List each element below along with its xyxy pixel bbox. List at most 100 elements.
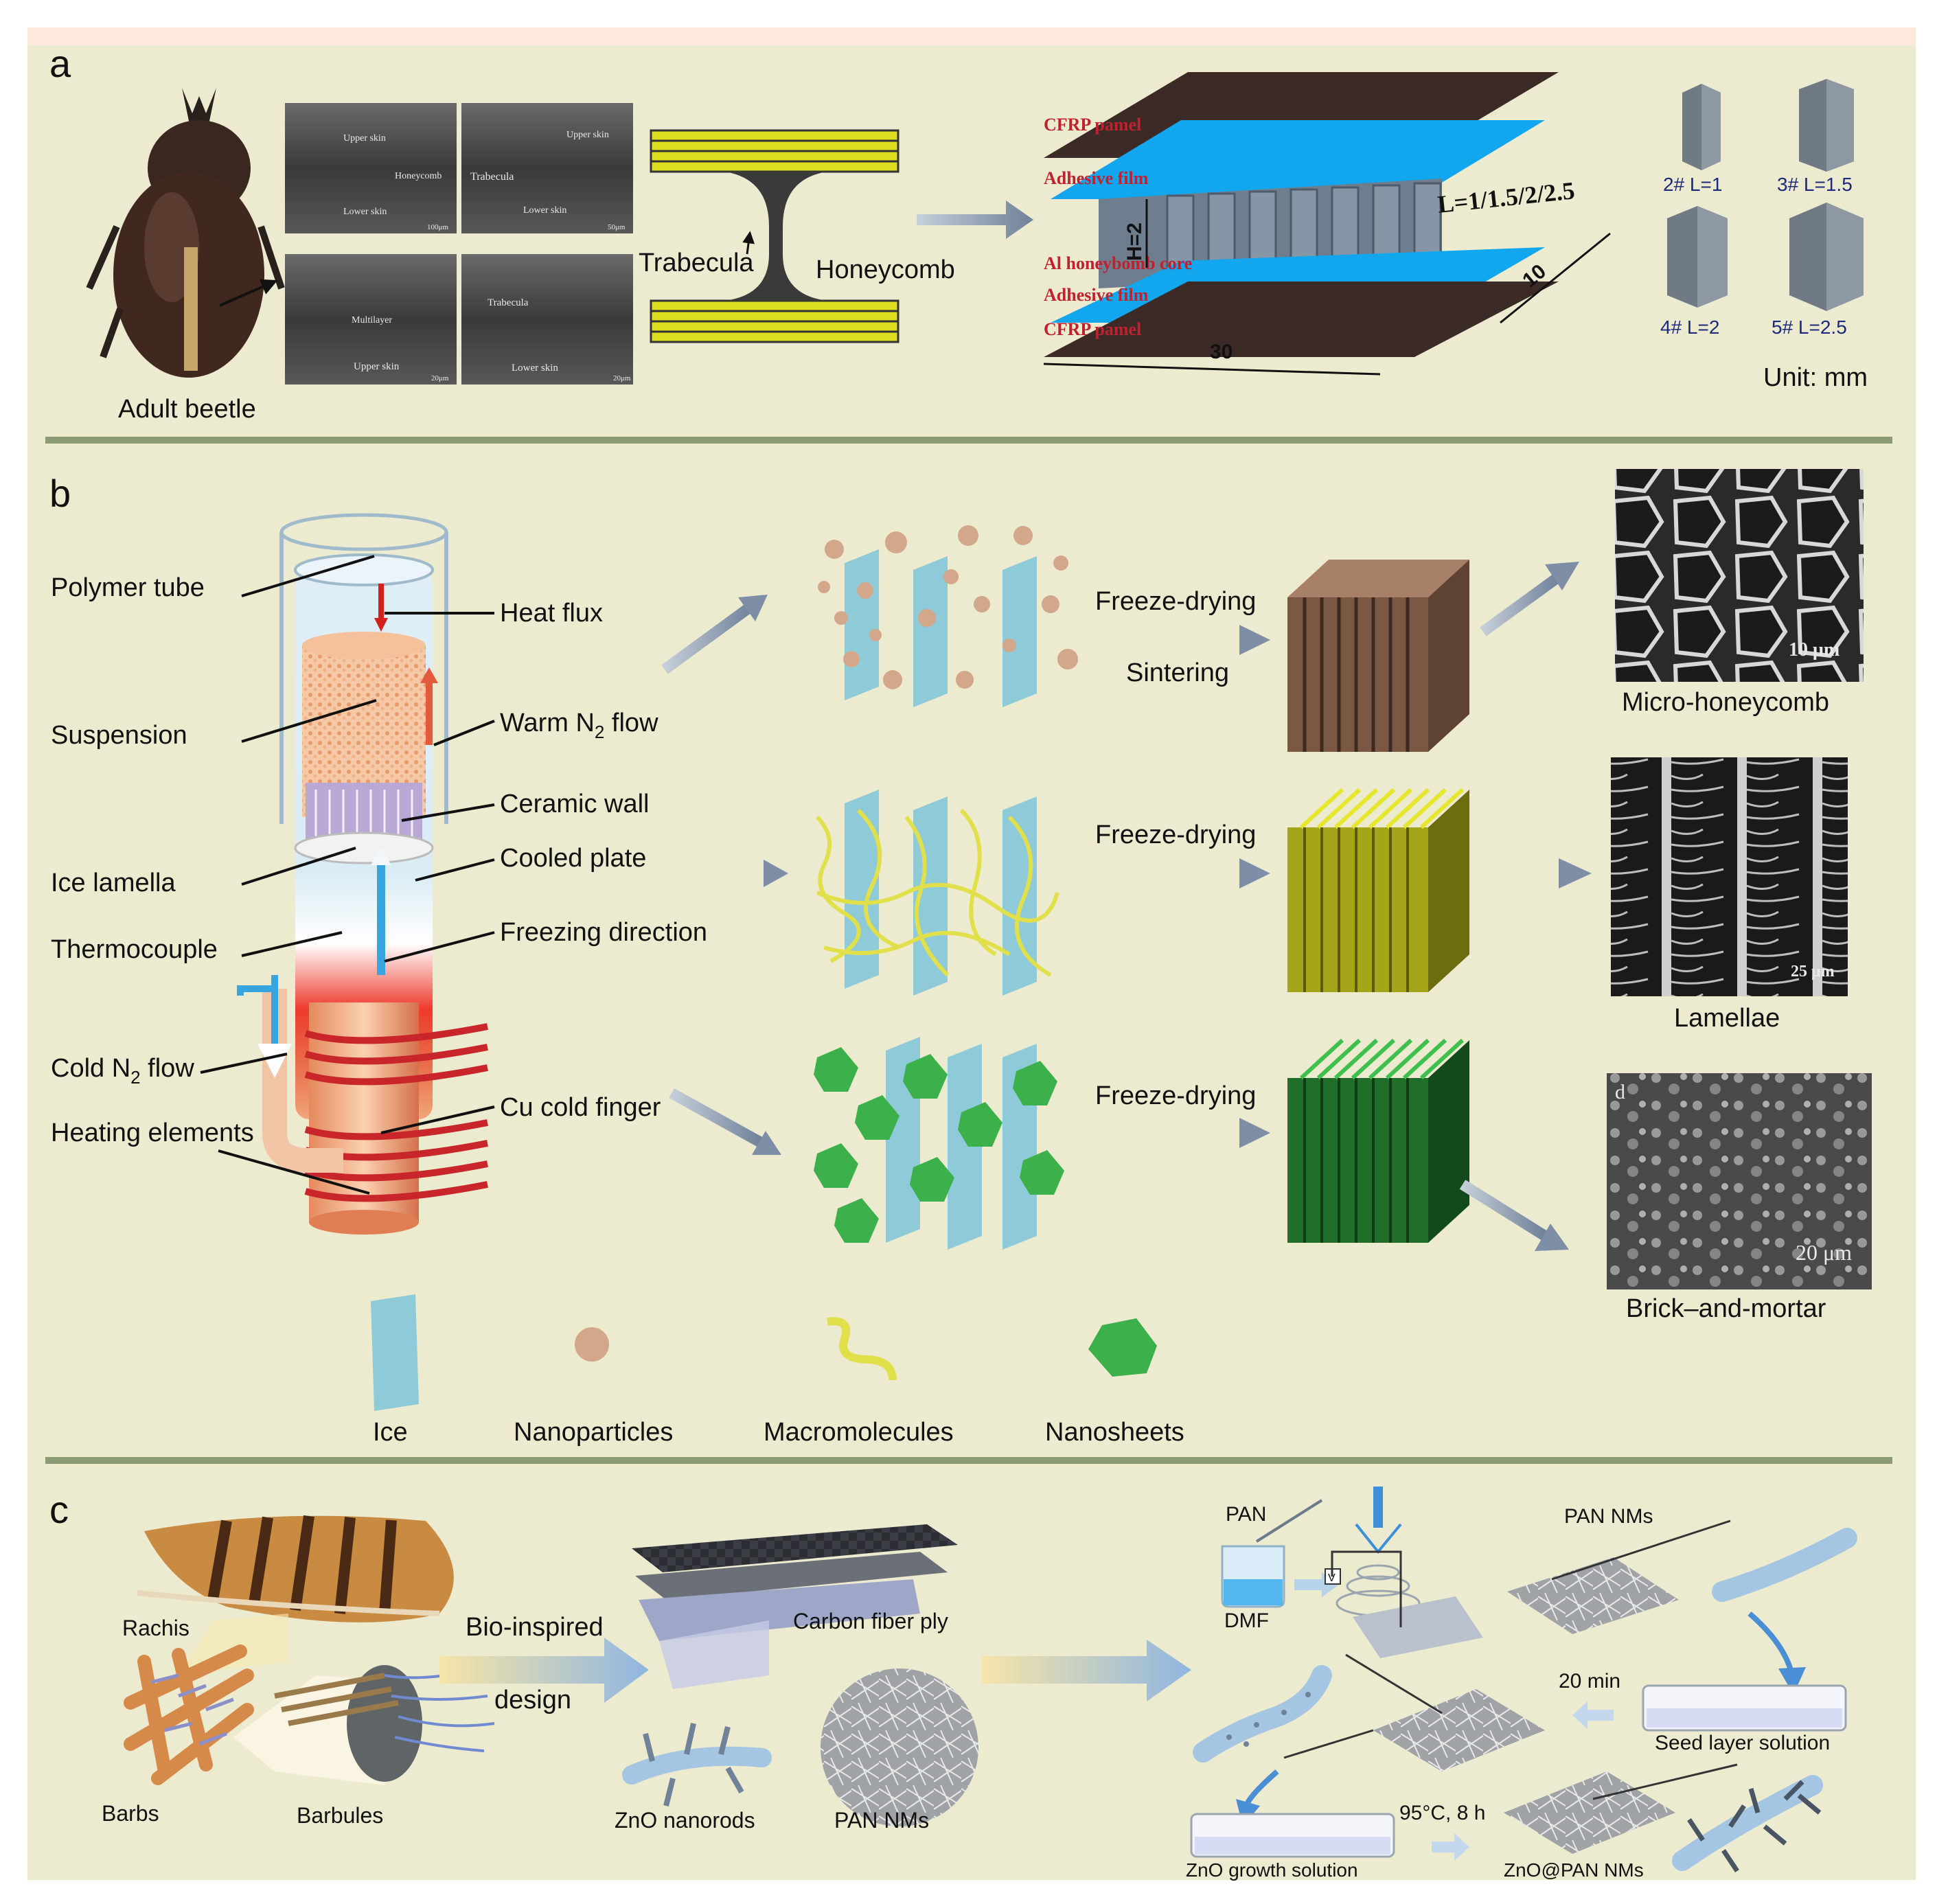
lamellae-sem: 25 μm [1611, 757, 1848, 996]
label-cold-n2: Cold N2 flow [51, 1054, 194, 1088]
arrow-a-to-sandwich [917, 200, 1033, 239]
brown-lamellar-block [1287, 560, 1469, 752]
label-barbules: Barbules [297, 1803, 383, 1828]
sem-image-4: Trabecula Lower skin 20μm [461, 254, 633, 385]
label-freezing-direction: Freezing direction [500, 918, 707, 947]
electrospinning-setup: V [1221, 1487, 1483, 1658]
green-lamellar-block [1287, 1038, 1469, 1243]
sandwich-panel [1044, 72, 1559, 357]
cell-label-2: 3# L=1.5 [1777, 174, 1853, 195]
cell-label-4: 5# L=2.5 [1772, 317, 1847, 338]
label-design: design [494, 1686, 571, 1714]
hex-cell-4 [1789, 203, 1864, 311]
label-cu-cold-finger: Cu cold finger [500, 1093, 661, 1122]
arrow-to-brick [1459, 1180, 1548, 1241]
arrow-to-nanosheets [669, 1088, 765, 1149]
arrowhead-fd-1 [1239, 625, 1270, 655]
label-pan: PAN [1226, 1503, 1266, 1526]
legend-nanosheet-swatch [1088, 1318, 1157, 1377]
label-freeze-drying-2: Freeze-drying [1095, 821, 1256, 849]
olive-lamellar-block [1287, 788, 1469, 992]
sem-2-upper: Upper skin [566, 130, 609, 140]
divider-bc [45, 1457, 1892, 1464]
arrowhead-fd-3 [1239, 1118, 1270, 1148]
sem-3-upper: Upper skin [354, 361, 400, 372]
label-dmf: DMF [1224, 1609, 1269, 1632]
label-heating-elements: Heating elements [51, 1119, 254, 1147]
sem-1-scale: 100μm [427, 223, 448, 231]
micro-scale-label: 10 μm [1789, 639, 1839, 661]
micro-honeycomb-sem: 10 μm [1615, 469, 1864, 682]
growth-solution-tray [1190, 1813, 1395, 1858]
sem-3-multilayer: Multilayer [352, 315, 392, 325]
dim-span-line [1043, 363, 1381, 376]
label-ice-lamella: Ice lamella [51, 869, 176, 897]
sem-image-2: Upper skin Trabecula Lower skin 50μm [461, 103, 633, 233]
legend-ice-swatch [371, 1294, 419, 1411]
label-bio-inspired: Bio-inspired [466, 1613, 604, 1642]
label-rachis: Rachis [122, 1616, 190, 1640]
dim-span-label: 30 [1210, 341, 1233, 363]
top-strip [27, 27, 1916, 45]
label-polymer-tube: Polymer tube [51, 573, 205, 602]
voltage-label: V [1328, 1572, 1336, 1584]
label-pan-nms-composite: PAN NMs [834, 1808, 929, 1833]
sem-2-scale: 50μm [608, 223, 626, 231]
panel-c-letter: c [49, 1488, 69, 1531]
sem-4-trabecula: Trabecula [488, 297, 529, 308]
label-freeze-drying-3: Freeze-drying [1095, 1081, 1256, 1110]
sem-4-scale: 20μm [613, 374, 631, 382]
unit-label: Unit: mm [1763, 363, 1868, 392]
carbon-fiber-composite [632, 1524, 958, 1689]
cell-label-1: 2# L=1 [1663, 174, 1722, 195]
pan-nms-mat-2 [1283, 1653, 1545, 1771]
legend-macromolecule-swatch [827, 1317, 897, 1381]
zno-coated-fiber [1672, 1775, 1823, 1872]
arrowhead-lamellae [1559, 858, 1592, 888]
zno-pan-mat [1504, 1763, 1738, 1854]
sem-image-1: Upper skin Honeycomb Lower skin 100μm [285, 103, 457, 233]
label-thermocouple: Thermocouple [51, 935, 218, 964]
seed-layer-tray [1642, 1684, 1847, 1732]
freeze-casting-apparatus [237, 513, 488, 1235]
brick-mortar-sem: d 20 μm [1607, 1073, 1872, 1289]
brick-corner-letter: d [1615, 1081, 1625, 1103]
label-micro-honeycomb: Micro-honeycomb [1622, 688, 1829, 717]
legend-ice-label: Ice [373, 1418, 408, 1447]
arrow-to-nanoparticles [661, 599, 757, 674]
arrowhead-fd-2 [1239, 858, 1270, 888]
panel-a-letter: a [49, 42, 71, 85]
sem-3-scale: 20μm [431, 374, 449, 382]
sem-1-lower: Lower skin [343, 207, 387, 217]
leader-lines-left [200, 555, 377, 1195]
ice-nanoparticles-block [818, 525, 1078, 707]
label-freeze-drying-1: Freeze-drying [1095, 587, 1256, 616]
divider-ab [45, 437, 1892, 444]
arrow-to-micro-honeycomb [1480, 572, 1562, 636]
legend-nanosheets-label: Nanosheets [1045, 1418, 1184, 1447]
label-20-min: 20 min [1559, 1670, 1620, 1693]
label-al-core: Al honeybomb core [1044, 253, 1192, 273]
trabecula-label: Trabecula [639, 249, 754, 277]
label-ceramic-wall: Ceramic wall [500, 790, 649, 818]
leader-lines-right [380, 612, 495, 1134]
label-adhesive-top: Adhesive film [1044, 168, 1149, 188]
honeycomb-label: Honeycomb [816, 255, 955, 284]
beetle-illustration [86, 88, 285, 378]
legend: Ice Nanoparticles Macromolecules Nanoshe… [371, 1294, 1184, 1447]
i-beam-schematic [650, 129, 899, 343]
arrowhead-macromolecules [764, 860, 788, 887]
arrowhead-brick [1535, 1224, 1569, 1251]
legend-macromolecules-label: Macromolecules [764, 1418, 954, 1447]
beetle-label: Adult beetle [118, 395, 256, 424]
arrow-bio-inspired [439, 1638, 649, 1703]
sem-1-honeycomb: Honeycomb [395, 171, 442, 181]
pan-nms-mesh [821, 1668, 978, 1826]
sem-2-lower: Lower skin [523, 205, 566, 216]
arrow-to-process [982, 1640, 1191, 1701]
zno-nanorods-illustration [622, 1723, 772, 1806]
cell-label-3: 4# L=2 [1660, 317, 1719, 338]
label-growth-solution: ZnO growth solution [1186, 1859, 1358, 1881]
label-sintering: Sintering [1126, 658, 1229, 687]
